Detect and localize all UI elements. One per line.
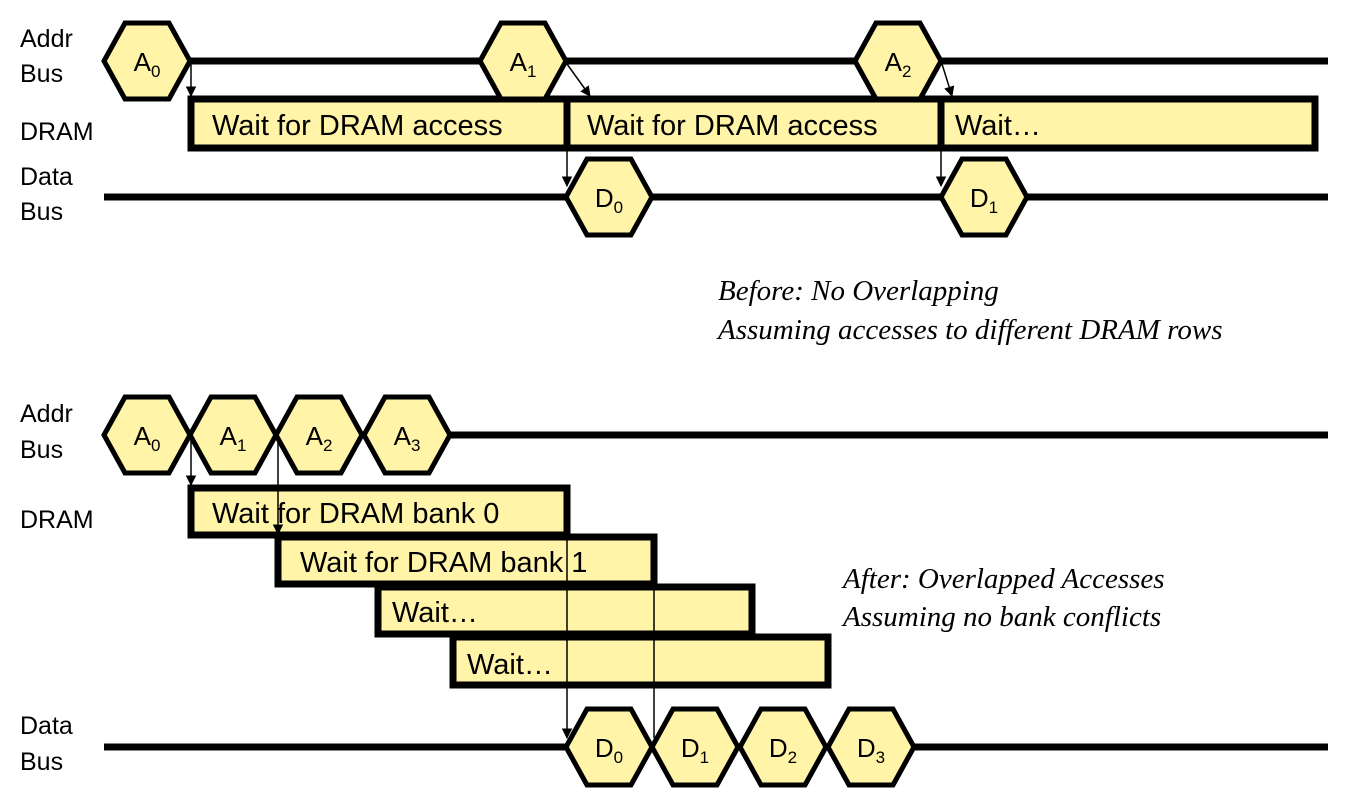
- before-data-token: D0: [563, 156, 655, 238]
- before-addr-label-line1: Addr: [20, 25, 73, 53]
- svg-text:A0: A0: [134, 47, 161, 81]
- svg-text:D3: D3: [857, 733, 885, 767]
- before-caption-line1: Before: No Overlapping: [718, 275, 999, 307]
- before-arrow: [566, 63, 591, 97]
- after-dram-label: DRAM: [20, 506, 94, 534]
- svg-text:D1: D1: [681, 733, 709, 767]
- before-addr-token: A0: [101, 20, 193, 102]
- after-addr-token: A0: [101, 394, 193, 476]
- svg-text:A0: A0: [134, 421, 161, 455]
- after-addr-token: A3: [361, 394, 453, 476]
- after-data-token: D1: [649, 706, 741, 788]
- before-data-label-line1: Data: [20, 163, 73, 191]
- before-data-label-line2: Bus: [20, 198, 63, 226]
- before-addr-token: A2: [852, 20, 944, 102]
- svg-text:A3: A3: [394, 421, 421, 455]
- after-section: Addr Bus DRAM Data Bus Wait for DRAM ban…: [20, 394, 1328, 788]
- after-addr-label-line1: Addr: [20, 400, 73, 428]
- before-section: Addr Bus DRAM Data Bus Wait for DRAM acc…: [20, 20, 1328, 346]
- after-data-token: D3: [825, 706, 917, 788]
- after-caption-line1: After: Overlapped Accesses: [841, 563, 1165, 595]
- after-addr-token: A1: [187, 394, 279, 476]
- after-dram-box-label: Wait for DRAM bank 1: [300, 547, 587, 579]
- svg-text:A1: A1: [510, 47, 537, 81]
- svg-text:A1: A1: [220, 421, 247, 455]
- after-caption-line2: Assuming no bank conflicts: [841, 601, 1161, 633]
- after-dram-box-label: Wait for DRAM bank 0: [212, 498, 499, 530]
- after-dram-box-label: Wait…: [467, 649, 553, 681]
- after-data-token: D2: [737, 706, 829, 788]
- svg-text:D0: D0: [595, 183, 623, 217]
- svg-text:D0: D0: [595, 733, 623, 767]
- svg-text:A2: A2: [885, 47, 912, 81]
- before-dram-box: Wait…: [937, 95, 1319, 152]
- before-dram-label: DRAM: [20, 118, 94, 146]
- after-data-token: D0: [563, 706, 655, 788]
- after-data-label-line2: Bus: [20, 748, 63, 776]
- before-arrow: [941, 63, 955, 98]
- after-data-label-line1: Data: [20, 712, 73, 740]
- svg-text:D2: D2: [769, 733, 797, 767]
- svg-text:D1: D1: [970, 183, 998, 217]
- after-dram-box: Wait for DRAM bank 1: [274, 533, 658, 588]
- before-data-token: D1: [938, 156, 1030, 238]
- before-dram-box-label: Wait…: [955, 110, 1041, 142]
- after-dram-box: Wait for DRAM bank 0: [187, 484, 571, 539]
- svg-text:A2: A2: [306, 421, 333, 455]
- before-addr-token: A1: [477, 20, 569, 102]
- after-addr-token: A2: [273, 394, 365, 476]
- before-dram-box: Wait for DRAM access: [563, 95, 945, 152]
- before-caption-line2: Assuming accesses to different DRAM rows: [716, 314, 1222, 346]
- before-dram-box-label: Wait for DRAM access: [587, 110, 878, 142]
- before-dram-box-label: Wait for DRAM access: [212, 110, 503, 142]
- after-dram-box: Wait…: [449, 633, 832, 689]
- before-dram-box: Wait for DRAM access: [187, 95, 571, 152]
- after-dram-box: Wait…: [374, 583, 756, 638]
- after-dram-box-label: Wait…: [392, 597, 478, 629]
- before-addr-label-line2: Bus: [20, 60, 63, 88]
- after-addr-label-line2: Bus: [20, 436, 63, 464]
